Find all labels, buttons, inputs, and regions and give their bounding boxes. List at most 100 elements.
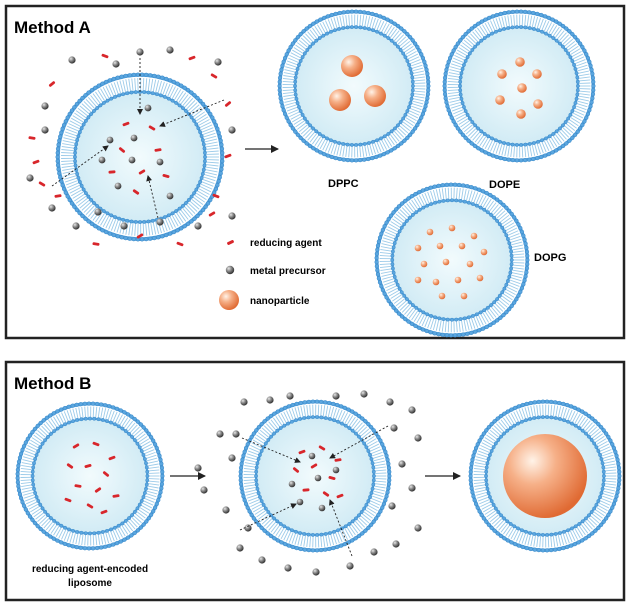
nanoparticle bbox=[442, 258, 450, 266]
metal-precursor bbox=[94, 208, 102, 216]
reducing-agent bbox=[310, 463, 318, 469]
lipid-heads bbox=[238, 399, 392, 553]
metal-precursor bbox=[332, 466, 340, 474]
legend-metal-precursor-swatch bbox=[225, 265, 235, 275]
method-a-panel: Method A DPPC DOPE DOPG reducing agent m… bbox=[4, 4, 626, 340]
nanoparticle bbox=[533, 99, 543, 109]
metal-precursor bbox=[98, 156, 106, 164]
metal-precursor bbox=[130, 134, 138, 142]
nanoparticle bbox=[515, 57, 525, 67]
metal-precursor bbox=[414, 434, 422, 442]
legend-nanoparticle: nanoparticle bbox=[250, 296, 310, 307]
nanoparticle bbox=[480, 248, 488, 256]
reducing-agent bbox=[100, 509, 108, 515]
nanoparticle bbox=[497, 69, 507, 79]
reducing-agent bbox=[86, 503, 94, 509]
metal-precursor bbox=[318, 504, 326, 512]
metal-precursor bbox=[360, 390, 368, 398]
metal-precursor bbox=[41, 126, 49, 134]
legend: reducing agent metal precursor nanoparti… bbox=[219, 238, 326, 310]
metal-precursor bbox=[194, 464, 202, 472]
reducing-agent bbox=[212, 193, 220, 199]
metal-precursor bbox=[68, 56, 76, 64]
reducing-agent bbox=[188, 55, 196, 61]
metal-precursor bbox=[144, 104, 152, 112]
reducing-agent bbox=[302, 488, 310, 492]
reducing-agent bbox=[148, 125, 156, 131]
metal-precursor bbox=[26, 174, 34, 182]
nanoparticle bbox=[458, 242, 466, 250]
nanoparticle bbox=[503, 434, 587, 518]
metal-precursor bbox=[370, 548, 378, 556]
reducing-agent bbox=[84, 464, 92, 468]
nanoparticle bbox=[436, 242, 444, 250]
liposome-b-loading bbox=[238, 399, 392, 553]
reducing-agent bbox=[92, 441, 100, 447]
reducing-agent bbox=[108, 455, 116, 461]
metal-precursor bbox=[156, 218, 164, 226]
reducing-agent bbox=[38, 181, 46, 187]
legend-nanoparticle-swatch bbox=[219, 290, 239, 310]
method-b-panel: Method B reducing agent-encoded liposome bbox=[4, 360, 626, 602]
reducing-agent bbox=[48, 81, 56, 87]
reducing-agent bbox=[224, 153, 232, 159]
reducing-agent bbox=[138, 169, 146, 175]
liposome-interior bbox=[393, 201, 511, 319]
liposome-dopg bbox=[374, 182, 530, 338]
reducing-agent bbox=[94, 487, 102, 493]
metal-precursor bbox=[314, 474, 322, 482]
metal-precursor bbox=[408, 406, 416, 414]
metal-precursor bbox=[414, 524, 422, 532]
metal-precursor bbox=[128, 156, 136, 164]
metal-precursor bbox=[388, 502, 396, 510]
reducing-agent bbox=[112, 494, 120, 498]
lipid-heads bbox=[55, 72, 225, 242]
nanoparticle bbox=[476, 274, 484, 282]
label-dope: DOPE bbox=[489, 179, 520, 191]
nanoparticle bbox=[532, 69, 542, 79]
metal-precursor bbox=[312, 568, 320, 576]
reducing-agent bbox=[108, 170, 116, 174]
reducing-agent bbox=[92, 242, 100, 246]
nanoparticle bbox=[448, 224, 456, 232]
liposome-b-product bbox=[468, 399, 622, 553]
lipid-tails bbox=[447, 14, 591, 158]
reducing-agent bbox=[74, 484, 82, 488]
nanoparticle bbox=[432, 278, 440, 286]
metal-precursor bbox=[346, 562, 354, 570]
metal-precursor bbox=[390, 424, 398, 432]
lipid-tails bbox=[282, 14, 426, 158]
metal-precursor bbox=[214, 58, 222, 66]
diffusion-arrow bbox=[146, 175, 159, 219]
reducing-agent bbox=[136, 233, 144, 239]
reducing-agent bbox=[176, 241, 184, 247]
metal-precursor bbox=[228, 454, 236, 462]
metal-precursor bbox=[308, 452, 316, 460]
nanoparticle bbox=[438, 292, 446, 300]
particles-a-outside bbox=[26, 46, 236, 247]
reducing-agent bbox=[132, 189, 140, 195]
reducing-agent bbox=[118, 147, 126, 153]
diffusion-arrow bbox=[51, 145, 109, 187]
metal-precursor bbox=[106, 136, 114, 144]
caption-line-2: liposome bbox=[68, 578, 112, 589]
liposome-interior bbox=[296, 28, 412, 144]
metal-precursor bbox=[216, 430, 224, 438]
metal-precursor bbox=[398, 460, 406, 468]
nanoparticle bbox=[329, 89, 351, 111]
reducing-agent bbox=[32, 159, 40, 165]
metal-precursor bbox=[166, 46, 174, 54]
reducing-agent bbox=[154, 148, 162, 152]
metal-precursor bbox=[114, 182, 122, 190]
nanoparticle bbox=[420, 260, 428, 268]
reducing-agent bbox=[28, 136, 36, 140]
nanoparticle bbox=[364, 85, 386, 107]
lipid-heads bbox=[15, 401, 165, 551]
metal-precursor bbox=[240, 398, 248, 406]
metal-precursor bbox=[288, 480, 296, 488]
label-dopg: DOPG bbox=[534, 252, 566, 264]
lipid-tails bbox=[20, 406, 160, 546]
reducing-agent bbox=[162, 174, 170, 178]
lipid-heads bbox=[468, 399, 622, 553]
metal-precursor bbox=[296, 498, 304, 506]
